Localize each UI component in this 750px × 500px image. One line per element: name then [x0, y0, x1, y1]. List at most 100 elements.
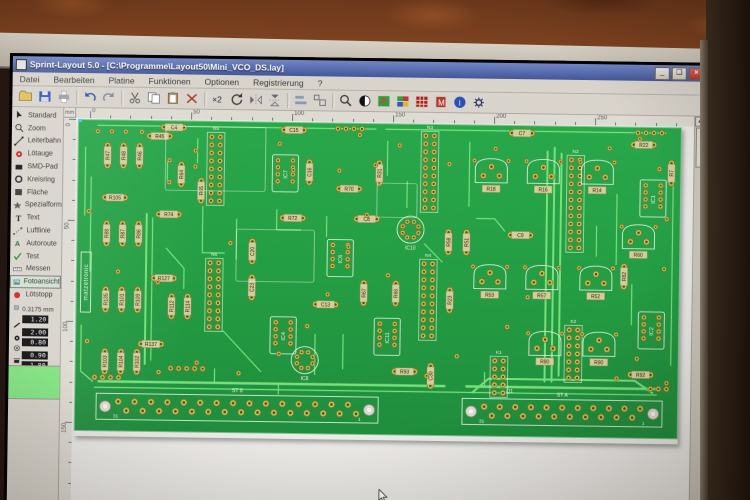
tool-kreisring[interactable]: Kreisring — [11, 173, 62, 187]
svg-text:C13: C13 — [321, 302, 330, 308]
settings-gear-button[interactable] — [469, 94, 488, 111]
open-button[interactable] — [16, 88, 35, 105]
tool-zoom[interactable]: Zoom — [12, 122, 63, 136]
menu-registrierung[interactable]: Registrierung — [253, 76, 304, 88]
svg-text:R137: R137 — [145, 342, 157, 348]
tool-loetauge[interactable]: Lötauge — [12, 147, 63, 161]
tool-label: Fläche — [27, 188, 49, 197]
duplicate-x2-button[interactable]: ×2 — [208, 90, 227, 107]
ruler-label: 250 — [597, 115, 608, 122]
mirror-horizontal-button[interactable] — [246, 91, 265, 108]
tool-label: Lötauge — [27, 150, 53, 158]
menu-datei[interactable]: Datei — [19, 73, 40, 84]
ruler-unit-label: mm — [64, 107, 77, 118]
dmc-grid-button[interactable] — [412, 93, 431, 110]
save-button[interactable] — [35, 88, 54, 105]
svg-text:R47: R47 — [106, 151, 112, 160]
menu-bearbeiten[interactable]: Bearbeiten — [53, 74, 95, 85]
svg-text:N5: N5 — [213, 126, 220, 132]
restore-button[interactable]: ❏ — [671, 67, 687, 81]
tool-label: Fotoansicht — [23, 278, 60, 286]
pad-outer-icon — [14, 335, 20, 341]
undo-icon — [85, 91, 96, 101]
rotate-button[interactable] — [227, 91, 246, 108]
svg-text:R103: R103 — [103, 355, 109, 367]
copy-button[interactable] — [144, 89, 163, 106]
svg-text:R109: R109 — [135, 294, 141, 306]
svg-text:1: 1 — [642, 421, 645, 427]
flaeche-icon — [15, 189, 22, 196]
svg-text:IC2: IC2 — [649, 327, 655, 336]
tool-loetstopp[interactable]: Lötstopp — [10, 288, 61, 302]
testboard-button[interactable] — [374, 93, 393, 110]
svg-text:IC4: IC4 — [281, 332, 287, 341]
svg-text:IC7: IC7 — [283, 170, 289, 179]
tool-messen[interactable]: Messen — [10, 263, 61, 277]
tool-standard[interactable]: Standard — [12, 109, 63, 123]
smd-width-value[interactable]: 0.90 — [21, 351, 48, 361]
print-button[interactable] — [54, 88, 73, 105]
tool-leiterbahn[interactable]: Leiterbahn — [12, 135, 63, 149]
menu-?[interactable]: ? — [317, 77, 323, 88]
value-field-row: 1.20 — [13, 315, 60, 328]
ruler-label: 200 — [496, 113, 507, 120]
redo-button[interactable] — [99, 89, 118, 106]
ruler-label: 100 — [63, 321, 70, 332]
messen-icon — [13, 267, 22, 272]
tool-smd-pad[interactable]: SMD-Pad — [11, 160, 62, 174]
mirror-vertical-button[interactable] — [265, 91, 284, 108]
menu-funktionen[interactable]: Funktionen — [148, 75, 191, 87]
ruler-label: 150 — [395, 112, 406, 119]
undo-button[interactable] — [80, 88, 99, 105]
delete-button[interactable] — [182, 90, 201, 107]
svg-text:R90: R90 — [594, 360, 603, 366]
window-title: Sprint-Layout 5.0 - [C:\Programme\Layout… — [29, 59, 284, 73]
svg-text:R104: R104 — [119, 355, 125, 367]
macro-button[interactable]: M — [431, 93, 450, 110]
ruler-label: 50 — [64, 222, 71, 230]
minimize-button[interactable]: _ — [654, 67, 670, 81]
tool-flaeche[interactable]: Fläche — [11, 186, 62, 200]
track-width-value[interactable]: 1.20 — [22, 315, 49, 325]
tool-test[interactable]: Test — [10, 250, 61, 264]
align-button[interactable] — [291, 91, 310, 108]
svg-text:R64: R64 — [179, 170, 185, 179]
contrast-icon — [359, 95, 371, 107]
svg-text:R45: R45 — [155, 134, 164, 140]
align-icon — [295, 95, 307, 105]
group-button[interactable] — [310, 92, 329, 109]
svg-text:C7: C7 — [519, 131, 526, 137]
via-layer — [84, 128, 670, 386]
svg-text:K1: K1 — [496, 350, 502, 356]
layer-colors-button[interactable] — [393, 93, 412, 110]
dmc-grid-icon — [416, 96, 428, 107]
tool-fotoansicht[interactable]: Fotoansicht — [9, 275, 61, 289]
tool-label: Zoom — [27, 124, 46, 133]
menu-optionen[interactable]: Optionen — [204, 76, 240, 87]
paste-button[interactable] — [163, 90, 182, 107]
cut-button[interactable] — [125, 89, 144, 106]
mirror-vertical-icon — [269, 94, 281, 107]
tool-spezialform[interactable]: Spezialform — [11, 199, 62, 213]
svg-text:IC8: IC8 — [301, 376, 309, 382]
svg-text:×2: ×2 — [212, 94, 222, 104]
svg-text:R22: R22 — [639, 143, 648, 149]
svg-text:R82: R82 — [622, 272, 628, 281]
contrast-button[interactable] — [355, 92, 374, 109]
grid-setting[interactable]: 0.3175 mm — [9, 301, 60, 316]
tool-luftlinie[interactable]: Luftlinie — [10, 224, 61, 238]
info-button[interactable]: i — [450, 94, 469, 111]
svg-text:IC1: IC1 — [651, 195, 657, 204]
layer-color-swatch[interactable] — [8, 365, 60, 400]
monitor-screen: Sprint-Layout 5.0 - [C:\Programme\Layout… — [3, 53, 710, 500]
pad-drill-value[interactable]: 0.80 — [21, 338, 49, 348]
menu-platine[interactable]: Platine — [108, 74, 135, 86]
pad-outer-value[interactable]: 2.00 — [22, 328, 49, 338]
zoom-button[interactable] — [336, 92, 355, 109]
mirror-horizontal-icon — [250, 94, 262, 106]
